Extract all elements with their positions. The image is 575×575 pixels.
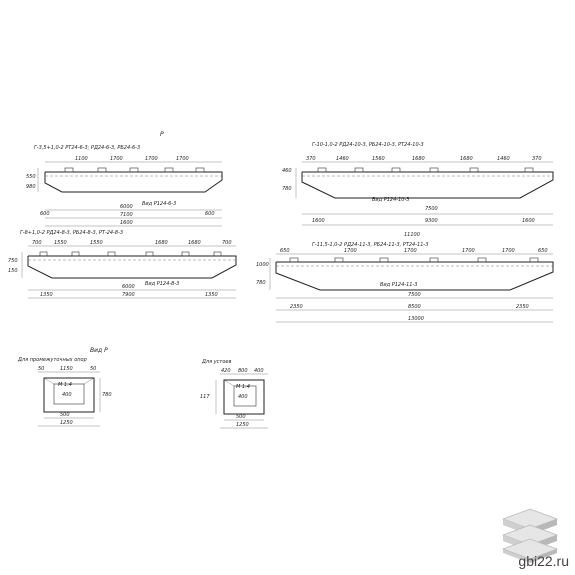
beam-drawing-4: Г-11,5-1,0-2 РД24-11-3, РБ24-11-3, РТ24-… (256, 232, 554, 323)
top-dim: 1460 (336, 156, 349, 162)
bottom-dim: 600 (40, 211, 50, 217)
top-dim: 370 (306, 156, 316, 162)
bottom-dim: 6000 (122, 284, 135, 290)
bottom-dim: 7100 (120, 212, 133, 218)
detail-inner: М 1:4 (236, 384, 250, 390)
top-dim: 650 (538, 248, 548, 254)
section-label: Вид Р (90, 347, 108, 354)
bottom-dim: 6000 (120, 204, 133, 210)
top-dim: 370 (532, 156, 542, 162)
bottom-dim: 2350 (290, 304, 303, 310)
beam-drawing-2: Г-8+1,0-2 РД24-8-3, РБ24-8-3, РТ-24-8-3 … (8, 230, 237, 299)
detail-side-dim: 780 (102, 392, 112, 398)
detail-top-dim: 420 (221, 368, 231, 374)
bottom-dim: 1350 (205, 292, 218, 298)
detail-bottom-dim: 500 (236, 414, 246, 420)
drawing-title: Г-10-1,0-2 РД24-10-3, РБ24-10-3, РТ24-10… (312, 142, 424, 148)
left-dim: 460 (282, 168, 292, 174)
view-label: Вид Р124-11-3 (380, 282, 417, 288)
detail-inner: 400 (62, 392, 72, 398)
left-dim: 550 (26, 174, 36, 180)
header-mark: Р (160, 131, 164, 138)
top-dim: 1550 (54, 240, 67, 246)
bearing-detail-1: Для промежуточных опор 50 1150 50 М 1:4 … (17, 357, 112, 427)
detail-inner: 400 (238, 394, 248, 400)
left-dim: 780 (256, 280, 266, 286)
detail-bottom-dim: 1250 (236, 422, 249, 428)
left-dim: 780 (282, 186, 292, 192)
detail-inner: М 1:4 (58, 382, 72, 388)
top-dim: 1550 (90, 240, 103, 246)
top-dim: 1680 (460, 156, 473, 162)
bottom-dim: 2350 (516, 304, 529, 310)
bottom-dim: 1600 (522, 218, 535, 224)
top-dim: 1700 (110, 156, 123, 162)
top-dim: 650 (280, 248, 290, 254)
top-dim: 1700 (344, 248, 357, 254)
detail-bottom-dim: 1250 (60, 420, 73, 426)
bottom-dim: 7900 (122, 292, 135, 298)
top-dim: 1680 (155, 240, 168, 246)
bottom-dim: 1600 (120, 220, 133, 226)
view-label: Вид Р124-10-3 (372, 197, 409, 203)
left-dim: 150 (8, 268, 18, 274)
detail-caption: Для устоев (201, 359, 231, 365)
left-dim: 1000 (256, 262, 269, 268)
bottom-dim: 600 (205, 211, 215, 217)
bottom-dim: 7500 (408, 292, 421, 298)
top-dim: 1700 (176, 156, 189, 162)
bottom-dim: 1600 (312, 218, 325, 224)
top-dim: 1100 (75, 156, 88, 162)
detail-top-dim: 50 (90, 366, 96, 372)
bottom-dim: 1350 (40, 292, 53, 298)
top-dim: 1700 (145, 156, 158, 162)
beam-drawing-3: Г-10-1,0-2 РД24-10-3, РБ24-10-3, РТ24-10… (282, 142, 554, 226)
top-dim: 1680 (412, 156, 425, 162)
top-dim: 1680 (188, 240, 201, 246)
view-label: Вид Р124-8-3 (145, 281, 179, 287)
top-dim: 1460 (497, 156, 510, 162)
site-brand-text[interactable]: gbi22.ru (518, 553, 569, 569)
bottom-dim: 13000 (408, 316, 424, 322)
beam-drawing-1: Г-3,5+1,0-2 РТ24-6-3; РД24-6-3, РБ24-6-3… (26, 145, 223, 227)
detail-bottom-dim: 500 (60, 412, 70, 418)
view-label: Вид Р124-6-3 (142, 201, 176, 207)
bearing-detail-2: Для устоев 420 800 400 М 1:4 400 117 500… (200, 359, 268, 429)
top-dim: 11100 (404, 232, 420, 238)
top-dim: 1700 (462, 248, 475, 254)
detail-caption: Для промежуточных опор (17, 357, 87, 363)
top-dim: 1700 (502, 248, 515, 254)
bottom-dim: 7500 (425, 206, 438, 212)
detail-top-dim: 50 (38, 366, 44, 372)
drawing-title: Г-11,5-1,0-2 РД24-11-3, РБ24-11-3, РТ24-… (312, 242, 428, 248)
drawing-title: Г-3,5+1,0-2 РТ24-6-3; РД24-6-3, РБ24-6-3 (34, 145, 140, 151)
detail-side-dim: 117 (200, 394, 210, 400)
left-dim: 980 (26, 184, 36, 190)
detail-top-dim: 1150 (60, 366, 73, 372)
top-dim: 700 (32, 240, 42, 246)
top-dim: 700 (222, 240, 232, 246)
detail-top-dim: 400 (254, 368, 264, 374)
bottom-dim: 9300 (425, 218, 438, 224)
concrete-slabs-icon (501, 508, 559, 563)
bottom-dim: 8500 (408, 304, 421, 310)
top-dim: 1700 (404, 248, 417, 254)
detail-top-dim: 800 (238, 368, 248, 374)
top-dim: 1560 (372, 156, 385, 162)
left-dim: 750 (8, 258, 18, 264)
drawing-title: Г-8+1,0-2 РД24-8-3, РБ24-8-3, РТ-24-8-3 (20, 230, 123, 236)
